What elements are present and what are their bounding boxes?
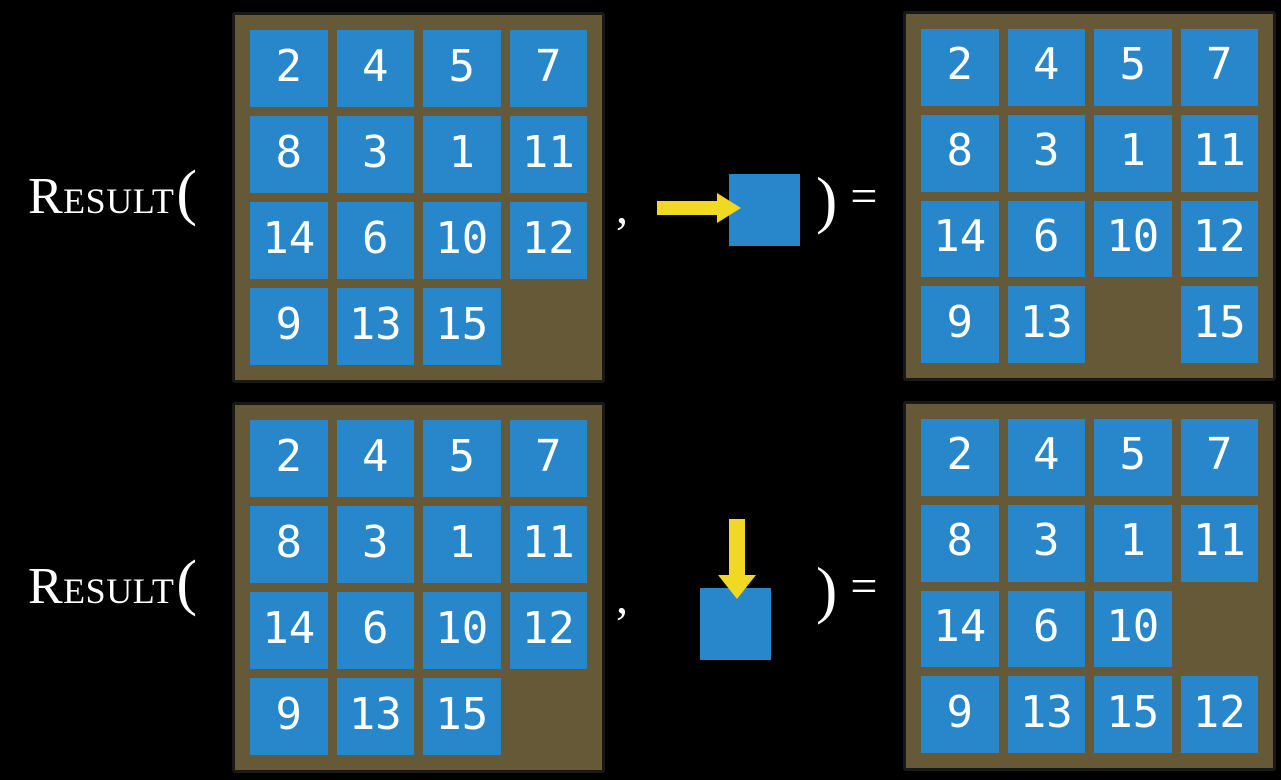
tile-12: 12 — [1180, 200, 1258, 278]
function-name: Result — [28, 558, 175, 615]
tile-2: 2 — [250, 30, 328, 107]
comma: , — [616, 571, 628, 624]
tile-14: 14 — [921, 590, 999, 668]
tile-12: 12 — [509, 592, 587, 669]
equals-sign: = — [850, 170, 878, 223]
tile-14: 14 — [921, 200, 999, 278]
function-name: Result — [28, 168, 175, 225]
tile-11: 11 — [509, 506, 587, 583]
tile-1: 1 — [1094, 114, 1172, 192]
tile-1: 1 — [423, 506, 501, 583]
function-call: Result( — [28, 162, 197, 238]
tile-4: 4 — [336, 420, 414, 497]
tile-11: 11 — [1180, 114, 1258, 192]
open-paren: ( — [176, 549, 198, 617]
tile-15: 15 — [423, 288, 501, 365]
tile-6: 6 — [1007, 200, 1085, 278]
tile-2: 2 — [921, 29, 999, 106]
tile-15: 15 — [1180, 286, 1258, 363]
equals-sign: = — [850, 560, 878, 613]
tile-9: 9 — [921, 286, 999, 363]
tile-5: 5 — [423, 420, 501, 497]
tile-9: 9 — [921, 676, 999, 753]
tile-10: 10 — [1094, 590, 1172, 668]
tile-6: 6 — [336, 592, 414, 669]
tile-3: 3 — [336, 506, 414, 583]
tile-3: 3 — [1007, 504, 1085, 582]
tile-7: 7 — [509, 420, 587, 497]
empty-cell — [510, 678, 588, 755]
tile-9: 9 — [250, 288, 328, 365]
arrow-down-icon — [718, 519, 756, 599]
tile-10: 10 — [1094, 200, 1172, 278]
tile-7: 7 — [1180, 419, 1258, 496]
tile-1: 1 — [1094, 504, 1172, 582]
tile-7: 7 — [1180, 29, 1258, 106]
tile-10: 10 — [423, 202, 501, 279]
open-paren: ( — [176, 159, 198, 227]
comma: , — [616, 181, 628, 234]
tile-8: 8 — [921, 114, 999, 192]
close-paren: ) — [816, 554, 838, 625]
tile-12: 12 — [1180, 676, 1258, 753]
tile-4: 4 — [1007, 29, 1085, 106]
tile-10: 10 — [423, 592, 501, 669]
tile-15: 15 — [1094, 676, 1172, 753]
tile-11: 11 — [1180, 504, 1258, 582]
tile-7: 7 — [509, 30, 587, 107]
tile-5: 5 — [1094, 29, 1172, 106]
tile-12: 12 — [509, 202, 587, 279]
tile-8: 8 — [250, 506, 328, 583]
tile-3: 3 — [1007, 114, 1085, 192]
tile-5: 5 — [1094, 419, 1172, 496]
tile-9: 9 — [250, 678, 328, 755]
close-and-equals: ) = — [816, 158, 877, 242]
empty-cell — [1094, 286, 1172, 363]
tile-13: 13 — [1007, 286, 1085, 363]
empty-cell — [510, 288, 588, 365]
tile-3: 3 — [336, 116, 414, 193]
tile-2: 2 — [921, 419, 999, 496]
tile-11: 11 — [509, 116, 587, 193]
tile-5: 5 — [423, 30, 501, 107]
moving-tile — [729, 174, 800, 246]
tile-4: 4 — [336, 30, 414, 107]
tile-13: 13 — [336, 288, 414, 365]
empty-cell — [1181, 591, 1259, 668]
tile-14: 14 — [250, 592, 328, 669]
tile-14: 14 — [250, 202, 328, 279]
tile-4: 4 — [1007, 419, 1085, 496]
arrow-right-icon — [657, 193, 741, 223]
tile-6: 6 — [336, 202, 414, 279]
tile-8: 8 — [921, 504, 999, 582]
tile-8: 8 — [250, 116, 328, 193]
function-call: Result( — [28, 552, 197, 628]
tile-2: 2 — [250, 420, 328, 497]
tile-1: 1 — [423, 116, 501, 193]
tile-15: 15 — [423, 678, 501, 755]
tile-6: 6 — [1007, 590, 1085, 668]
tile-13: 13 — [336, 678, 414, 755]
tile-13: 13 — [1007, 676, 1085, 753]
close-paren: ) — [816, 164, 838, 235]
moving-tile — [700, 588, 771, 660]
close-and-equals: ) = — [816, 548, 877, 632]
